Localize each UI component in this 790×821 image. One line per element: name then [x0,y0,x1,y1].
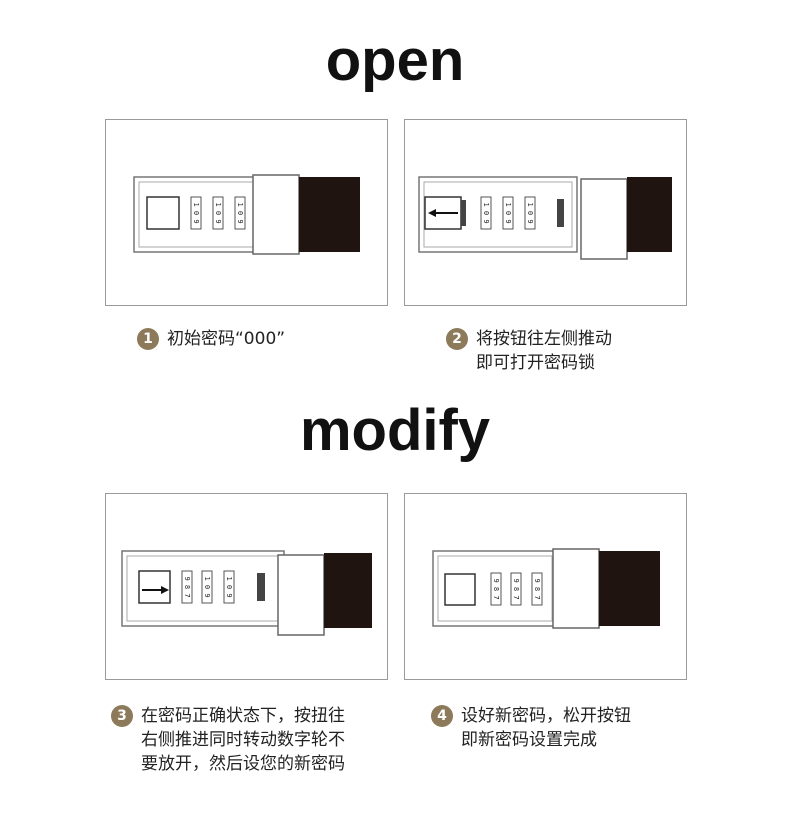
strap-buckle [552,548,600,629]
strap [627,177,672,252]
step-line: 即新密码设置完成 [461,730,597,750]
section-title-open: open [325,28,465,93]
wheel-digits-1: 1 0 9 [192,202,200,223]
release-latch [557,199,564,227]
push-button [444,573,476,606]
lock-inner-frame [437,555,553,622]
digit-wheel-2 [201,570,213,604]
wheel-digits-3: 1 0 9 [236,202,244,223]
button-latch [461,200,466,226]
push-button [138,570,171,604]
step-line: 右侧推进同时转动数字轮不 [141,730,345,750]
wheel-digits-3: 1 0 9 [526,202,534,223]
strap-buckle [580,178,628,260]
wheel-digits-2: 1 0 9 [203,576,211,597]
digit-wheel-3 [223,570,235,604]
digit-wheel-2 [510,572,522,606]
lock-diagram-1: 1 0 9 1 0 9 1 0 9 [133,174,360,255]
step-2-instruction: 2 将按钮往左侧推动 即可打开密码锁 [446,327,612,375]
digit-wheel-3 [524,196,536,230]
strap-buckle [277,554,325,636]
push-button [146,196,180,230]
diagram-panel-complete: 9 8 7 9 8 7 9 8 7 [404,493,687,680]
lock-diagram-2: 1 0 9 1 0 9 1 0 9 [418,176,672,260]
digit-wheel-1 [490,572,502,606]
step-text: 在密码正确状态下，按扭往 右侧推进同时转动数字轮不 要放开，然后设您的新密码 [141,704,345,776]
lock-inner-frame [423,181,573,248]
diagram-panel-modify: 9 8 7 1 0 9 1 0 9 [105,493,388,680]
arrow-right-icon [161,586,169,594]
step-line: 在密码正确状态下，按扭往 [141,706,345,726]
step-line: 要放开，然后设您的新密码 [141,754,345,774]
wheel-digits-1: 1 0 9 [482,202,490,223]
wheel-digits-2: 9 8 7 [512,578,520,599]
step-text: 设好新密码，松开按钮 即新密码设置完成 [461,704,631,752]
wheel-digits-1: 9 8 7 [183,576,191,597]
wheel-digits-3: 9 8 7 [533,578,541,599]
step-4-instruction: 4 设好新密码，松开按钮 即新密码设置完成 [431,704,631,752]
step-1-instruction: 1 初始密码“000” [137,327,285,351]
step-text: 初始密码“000” [167,327,285,351]
step-number-badge: 3 [111,705,133,727]
digit-wheel-3 [234,196,246,230]
strap-buckle [252,174,300,255]
wheel-digits-1: 9 8 7 [492,578,500,599]
lock-diagram-3: 9 8 7 1 0 9 1 0 9 [121,550,372,636]
digit-wheel-1 [190,196,202,230]
release-latch [257,573,265,601]
strap [599,551,660,626]
digit-wheel-2 [212,196,224,230]
digit-wheel-3 [531,572,543,606]
strap [324,553,372,628]
step-line: 即可打开密码锁 [476,353,595,373]
wheel-digits-2: 1 0 9 [504,202,512,223]
step-text: 将按钮往左侧推动 即可打开密码锁 [476,327,612,375]
arrow-left-icon [428,209,436,217]
step-number-badge: 2 [446,328,468,350]
digit-wheel-1 [181,570,193,604]
digit-wheel-2 [502,196,514,230]
diagram-panel-initial: 1 0 9 1 0 9 1 0 9 [105,119,388,306]
step-number-badge: 4 [431,705,453,727]
wheel-digits-3: 1 0 9 [225,576,233,597]
step-line: 初始密码“000” [167,329,286,349]
section-title-modify: modify [299,398,491,463]
wheel-digits-2: 1 0 9 [214,202,222,223]
step-number-badge: 1 [137,328,159,350]
step-line: 将按钮往左侧推动 [476,329,612,349]
lock-diagram-4: 9 8 7 9 8 7 9 8 7 [432,548,660,629]
diagram-panel-open: 1 0 9 1 0 9 1 0 9 [404,119,687,306]
digit-wheel-1 [480,196,492,230]
strap [299,177,360,252]
step-line: 设好新密码，松开按钮 [461,706,631,726]
step-3-instruction: 3 在密码正确状态下，按扭往 右侧推进同时转动数字轮不 要放开，然后设您的新密码 [111,704,345,776]
